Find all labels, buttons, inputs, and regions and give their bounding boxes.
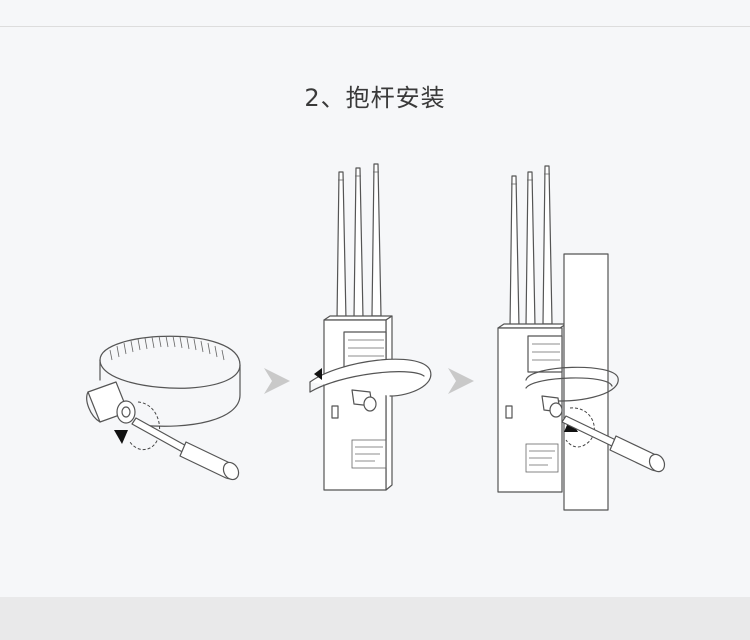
rotation-arrow-icon — [114, 430, 128, 444]
device-label — [351, 439, 387, 469]
access-point-with-clamp-drawing — [309, 163, 432, 491]
clamp-slots — [109, 335, 225, 361]
chevron-right-icon — [264, 368, 290, 394]
step-3-illustration — [490, 160, 670, 515]
chevron-right-icon — [448, 368, 474, 394]
step-arrow-1 — [262, 366, 292, 396]
rotation-guide — [129, 401, 160, 451]
clamp-band — [309, 358, 432, 397]
mounting-pole — [563, 253, 609, 511]
step-arrow-2 — [446, 366, 476, 396]
top-divider — [0, 26, 750, 27]
step-1-illustration — [80, 320, 250, 485]
page-title: 2、抱杆安装 — [304, 84, 446, 112]
hose-clamp-drawing — [86, 335, 241, 481]
step-2-illustration — [300, 160, 440, 495]
antennas — [336, 163, 382, 321]
antennas — [509, 165, 553, 329]
footer-band — [0, 597, 750, 640]
clamp-band — [525, 366, 619, 402]
rotation-guide — [565, 407, 595, 448]
screwdriver-shaft — [131, 417, 191, 455]
access-point-on-pole-drawing — [497, 165, 666, 511]
device-label — [525, 443, 559, 473]
